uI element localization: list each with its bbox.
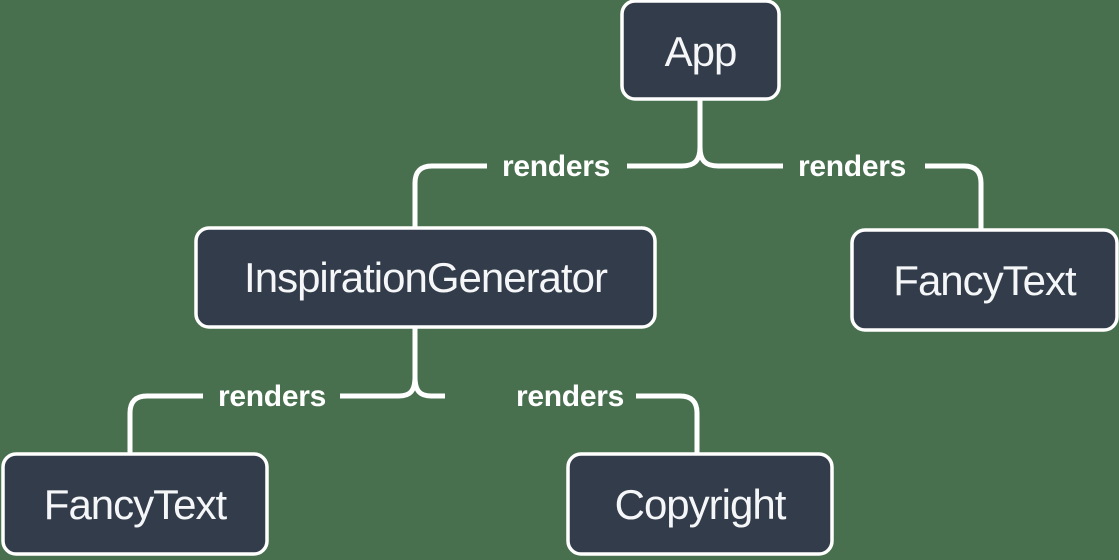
node-copyright-box	[566, 452, 834, 556]
node-fancy-text-bottom-label: FancyText	[44, 481, 228, 528]
node-fancy-text-bottom: FancyText	[1, 452, 269, 556]
edge-ig-to-fancy-text-flare	[340, 376, 418, 399]
node-copyright: Copyright	[566, 452, 834, 556]
edge-label-app-inspiration-generator: renders	[502, 150, 610, 183]
node-fancy-text-top-label: FancyText	[893, 257, 1077, 304]
node-fancy-text-top: FancyText	[850, 228, 1119, 332]
edge-ig-to-fancy-text	[127, 393, 203, 456]
node-inspiration-generator: InspirationGenerator	[194, 226, 657, 329]
node-copyright-label: Copyright	[615, 481, 787, 528]
edge-app-to-fancy-text-flare	[697, 146, 783, 169]
edge-ig-to-copyright-flare	[412, 376, 445, 399]
edge-label-ig-copyright: renders	[516, 380, 624, 413]
node-app-label: App	[665, 28, 737, 75]
edge-label-app-fancy-text: renders	[798, 150, 906, 183]
edge-ig-to-copyright	[636, 393, 700, 456]
node-app: App	[620, 0, 781, 101]
edge-labels: renders renders renders renders	[218, 150, 906, 413]
node-app-box	[620, 0, 781, 101]
edge-app-to-inspiration-generator	[412, 163, 487, 230]
edge-app-to-inspiration-generator-flare	[627, 146, 703, 169]
edge-label-ig-fancy-text: renders	[218, 380, 326, 413]
node-inspiration-generator-box	[194, 226, 657, 329]
edges	[127, 99, 984, 456]
edge-app-to-fancy-text	[925, 163, 984, 232]
node-fancy-text-bottom-box	[1, 452, 269, 556]
node-inspiration-generator-label: InspirationGenerator	[244, 254, 608, 301]
node-fancy-text-top-box	[850, 228, 1119, 332]
